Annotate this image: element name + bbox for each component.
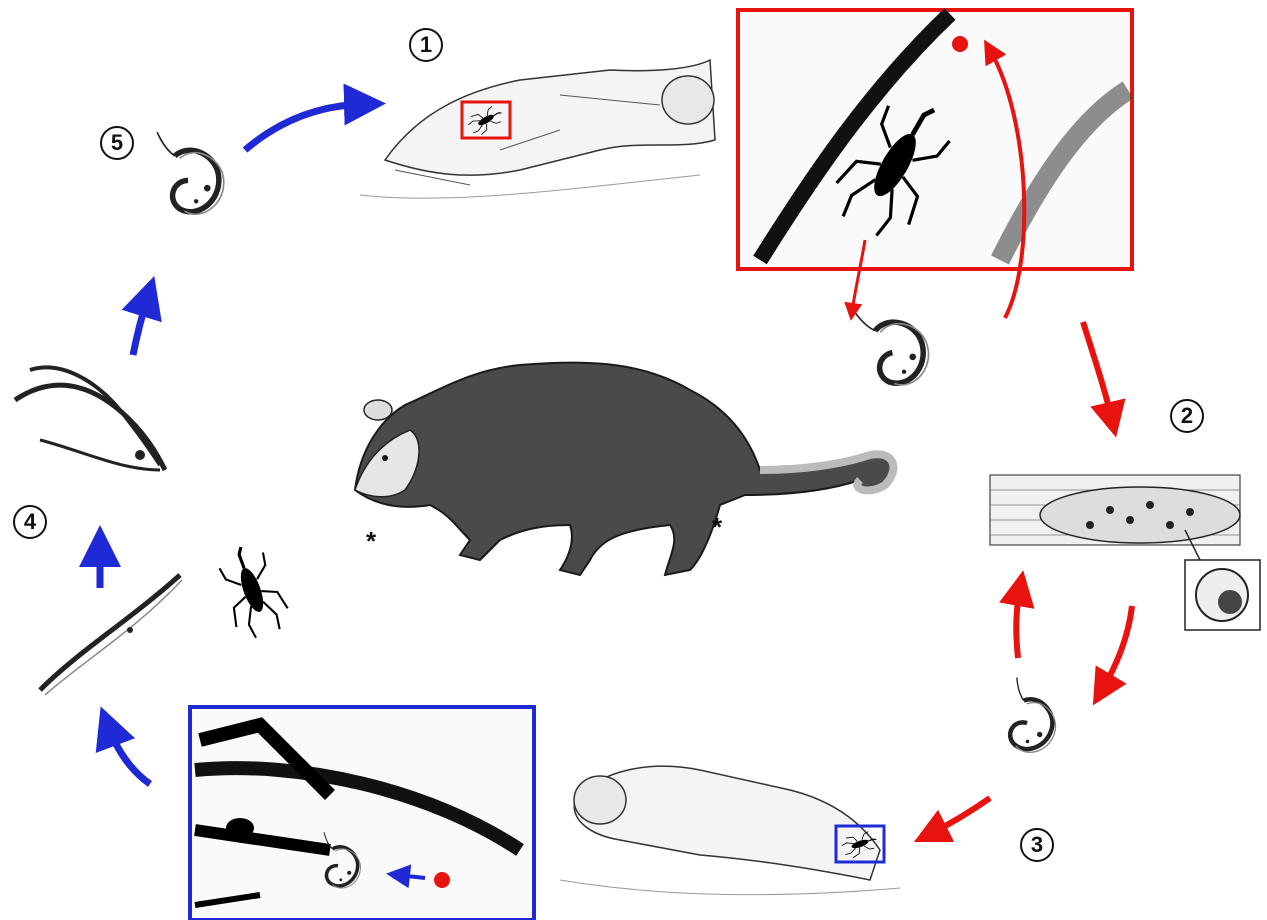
step-3-label: 3	[1020, 828, 1054, 862]
muscle-tissue	[990, 475, 1260, 630]
asterisk-left: *	[366, 526, 376, 557]
trypomastigote-upper-right	[854, 291, 938, 393]
opossum	[355, 363, 893, 575]
sleeping-human-bottom	[560, 766, 900, 894]
blue-arrows	[100, 104, 365, 784]
bite-zoom-box	[738, 10, 1132, 269]
asterisk-right: *	[712, 512, 722, 543]
step-2-label: 2	[1170, 399, 1204, 433]
trypomastigote-left	[157, 122, 229, 218]
kissing-bug-silhouette	[211, 539, 293, 643]
step-4-label: 4	[13, 505, 47, 539]
epimastigote-pair	[15, 367, 165, 470]
step-5-label: 5	[100, 126, 134, 160]
sleeping-human-top	[360, 60, 715, 198]
feeding-zoom-box	[190, 707, 534, 920]
step-1-label: 1	[409, 28, 443, 62]
trypomastigote-lower-right	[1004, 677, 1063, 756]
epimastigote-single	[40, 575, 182, 695]
